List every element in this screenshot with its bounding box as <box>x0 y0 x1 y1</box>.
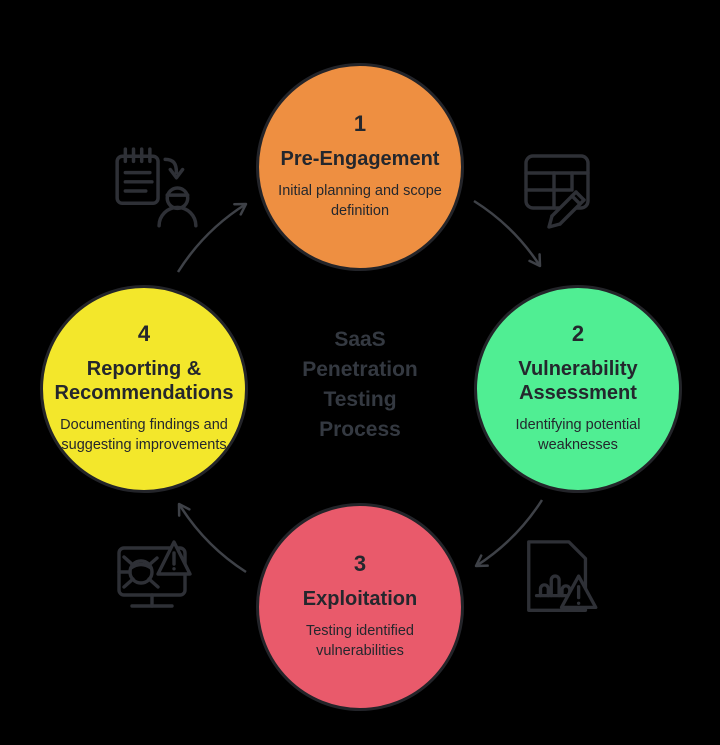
bug-monitor-warning-icon <box>117 540 192 608</box>
step-title: Vulnerability Assessment <box>518 357 638 404</box>
arrow-step1-to-step2 <box>473 199 542 268</box>
step-number: 2 <box>571 320 585 346</box>
step-description: Testing identified vulnerabilities <box>305 623 414 660</box>
step-description: Initial planning and scope definition <box>278 183 442 220</box>
diagram-title: SaaS Penetration Testing Process <box>302 325 418 445</box>
step-circle-vulnerability-assessment: 2 Vulnerability Assessment Identifying p… <box>474 285 682 493</box>
table-pencil-icon <box>524 154 590 229</box>
step-number: 1 <box>353 110 367 136</box>
diagram-title-line: Penetration <box>302 358 418 381</box>
step-circle-pre-engagement: 1 Pre-Engagement Initial planning and sc… <box>256 63 464 271</box>
step-description: Documenting findings and suggesting impr… <box>60 417 228 454</box>
step-description: Identifying potential weaknesses <box>515 417 641 454</box>
report-warning-icon <box>527 540 598 612</box>
step-title: Exploitation <box>302 587 418 610</box>
step-title: Reporting & Recommendations <box>54 357 234 404</box>
arrow-step2-to-step3 <box>474 499 544 568</box>
step-number: 4 <box>137 320 151 346</box>
arrow-step3-to-step4 <box>177 502 247 574</box>
diagram-title-line: SaaS <box>334 328 386 351</box>
step-circle-exploitation: 3 Exploitation Testing identified vulner… <box>256 503 464 711</box>
diagram-title-line: Process <box>319 418 401 441</box>
step-circle-reporting-recommendations: 4 Reporting & Recommendations Documentin… <box>40 285 248 493</box>
step-title: Pre-Engagement <box>280 147 440 170</box>
arrow-step4-to-step1 <box>176 202 248 273</box>
diagram-title-line: Testing <box>323 388 397 411</box>
notepad-user-icon <box>115 147 198 228</box>
step-number: 3 <box>353 550 367 576</box>
